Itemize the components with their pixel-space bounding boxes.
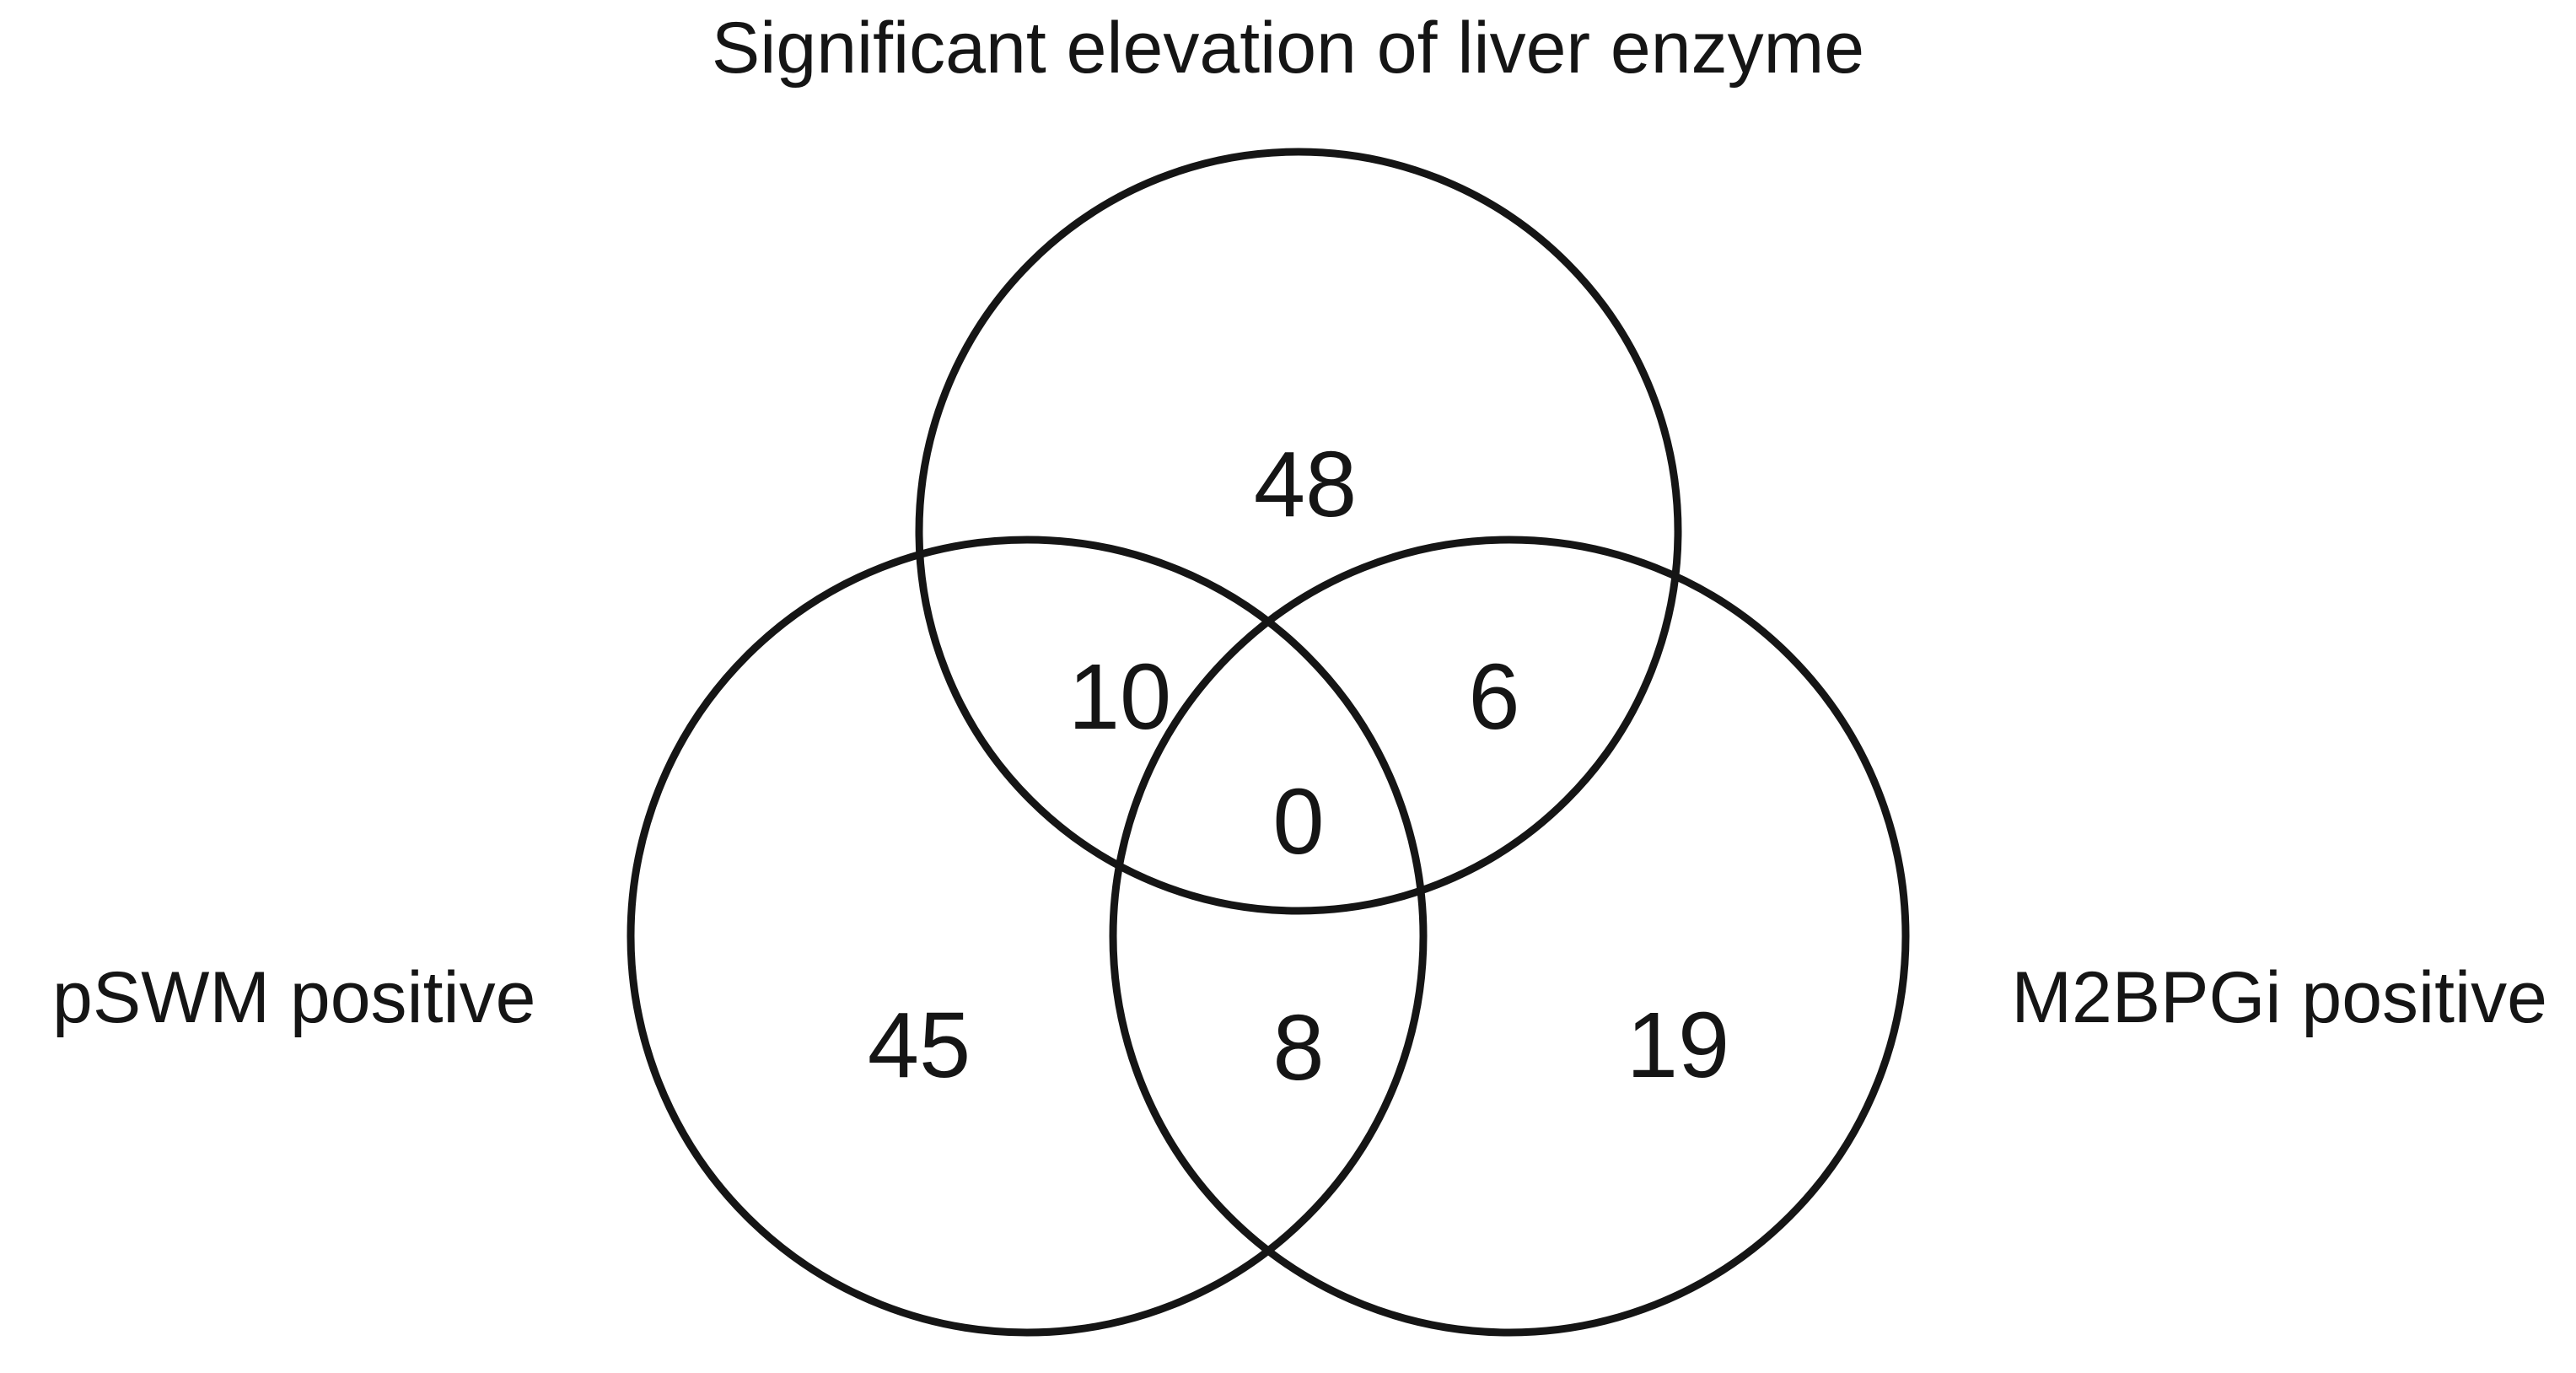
venn-circle-liver-enzyme [915, 148, 1682, 915]
venn-circle-pswm [627, 536, 1428, 1337]
set-label-m2bpgi: M2BPGi positive [2011, 957, 2547, 1038]
venn-count-liver-only: 48 [1253, 433, 1358, 536]
venn-count-pswm-m2bpgi: 8 [1272, 996, 1325, 1100]
set-label-pswm: pSWM positive [52, 957, 536, 1038]
venn-count-liver-pswm: 10 [1068, 645, 1172, 749]
set-label-liver-enzyme: Significant elevation of liver enzyme [711, 8, 1865, 89]
venn-count-m2bpgi-only: 19 [1626, 993, 1730, 1097]
venn-circle-m2bpgi [1109, 536, 1910, 1337]
venn-count-liver-m2bpgi: 6 [1468, 645, 1520, 749]
venn-count-pswm-only: 45 [867, 993, 971, 1097]
venn-count-all-three: 0 [1272, 770, 1325, 874]
